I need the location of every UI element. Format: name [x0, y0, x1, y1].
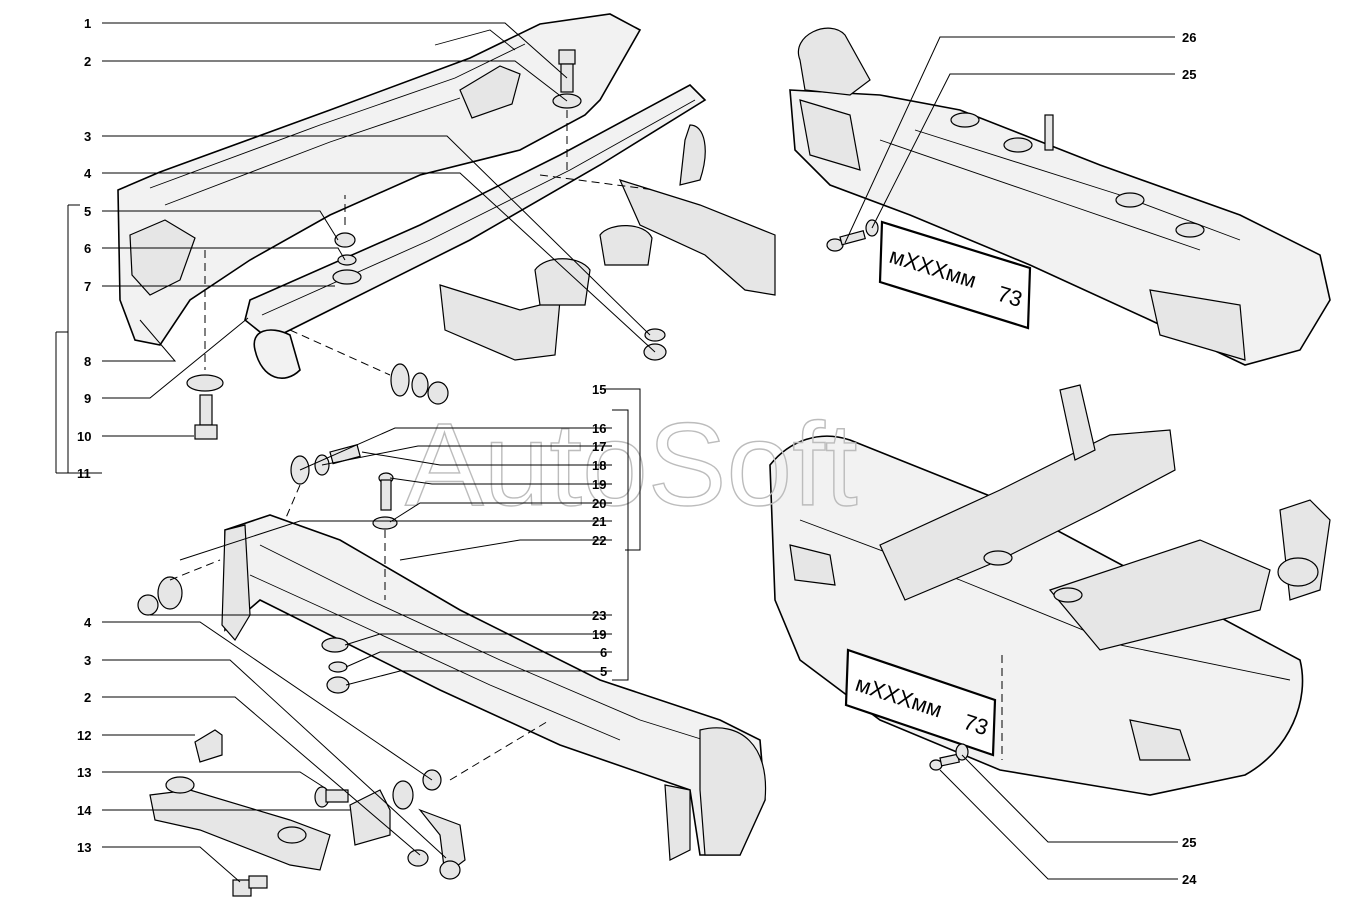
washer-lower-b	[407, 849, 429, 867]
bolt-13a	[314, 786, 349, 808]
frame-crossmember	[439, 284, 561, 361]
nut-lower-b	[439, 860, 461, 880]
washer-6	[337, 254, 357, 266]
rear-tow-post	[1044, 114, 1054, 151]
callout-20: 20	[592, 496, 606, 511]
bolt-10	[194, 394, 218, 440]
washer-6b	[328, 661, 348, 673]
license-plate-rear: мXXXмм 73	[878, 220, 1032, 330]
bracket-plate	[349, 789, 391, 846]
callout-15: 15	[592, 382, 606, 397]
nut-5b	[326, 676, 350, 694]
callout-14: 14	[77, 803, 92, 818]
callout-11: 11	[77, 466, 91, 481]
front-bumper-assembly-lower-right: мXXXмм 73	[769, 384, 1331, 796]
rear-spring-cup-3	[1115, 192, 1145, 208]
rear-bumper-assembly-upper-right: мXXXмм 73	[789, 27, 1331, 366]
callout-1: 1	[84, 16, 91, 31]
callout-2: 2	[84, 54, 91, 69]
callout-3: 3	[84, 129, 91, 144]
callout-18: 18	[592, 458, 606, 473]
bolt-13b	[232, 875, 268, 897]
callout-7: 7	[84, 279, 91, 294]
washer-7	[332, 269, 362, 285]
nut-23	[137, 594, 159, 616]
callout-4-bottom: 4	[84, 615, 92, 630]
bolt-24	[929, 743, 969, 771]
bumper-end-cap-left	[129, 219, 196, 296]
callout-5-bottom: 5	[600, 664, 607, 679]
tow-hook	[679, 124, 706, 186]
callout-17: 17	[592, 439, 606, 454]
bumper-grille-opening	[459, 65, 521, 119]
callout-6-bottom: 6	[600, 645, 607, 660]
callout-3-bottom: 3	[84, 653, 91, 668]
rear-spring-cup-1	[950, 112, 980, 128]
bracket-12	[194, 729, 223, 763]
callout-13-top: 13	[77, 765, 91, 780]
bolt-plate-rear	[826, 219, 879, 252]
callout-labels: 1 2 3 4 5 6 7 8 9 10 11 26 25 15 16 17 1…	[77, 16, 1197, 887]
callout-9: 9	[84, 391, 91, 406]
frame-rail	[618, 179, 776, 296]
callout-4: 4	[84, 166, 92, 181]
callout-26: 26	[1182, 30, 1196, 45]
callout-25-bottom: 25	[1182, 835, 1196, 850]
front-frame-crossmember	[1048, 539, 1271, 651]
spring-cup-left	[534, 258, 591, 306]
spring-cup-lower-a	[165, 776, 195, 794]
washer-lower-a	[392, 780, 414, 810]
nut-right	[427, 381, 449, 405]
bolt-1	[558, 49, 576, 93]
front-spring-cup-1	[983, 550, 1013, 566]
washer-19b	[321, 637, 349, 653]
washer-9	[186, 374, 224, 392]
bolt-19a	[378, 472, 394, 511]
washer-right-b	[411, 372, 429, 398]
callout-10: 10	[77, 429, 91, 444]
washer-right-a	[390, 363, 410, 397]
rear-bumper-beam	[789, 89, 1331, 366]
washer-3	[644, 328, 666, 342]
rear-bumper-end-cap-lower	[699, 727, 767, 856]
callout-24: 24	[1182, 872, 1197, 887]
callout-5: 5	[84, 204, 91, 219]
callout-6: 6	[84, 241, 91, 256]
callout-19-bottom: 19	[592, 627, 606, 642]
callout-12: 12	[77, 728, 91, 743]
spring-cup-right	[599, 225, 653, 266]
mount-bracket-left	[221, 524, 251, 642]
rear-bumper-opening-left	[799, 99, 861, 171]
callout-2-bottom: 2	[84, 690, 91, 705]
callout-22: 22	[592, 533, 606, 548]
callout-25-top: 25	[1182, 67, 1196, 82]
front-tow-bracket	[1059, 384, 1096, 461]
bumper-tube	[253, 329, 301, 379]
front-spring-cup-2	[1053, 587, 1083, 603]
rear-bumper-end-left	[797, 27, 871, 96]
callout-8: 8	[84, 354, 91, 369]
washer-20	[372, 516, 398, 530]
callout-13-bottom: 13	[77, 840, 91, 855]
front-frame	[879, 429, 1176, 601]
front-bumper-assembly-upper-left	[117, 13, 776, 440]
rear-spring-cup-4	[1175, 222, 1205, 238]
callout-16: 16	[592, 421, 606, 436]
rear-bumper-opening-right	[1149, 289, 1246, 361]
callout-23: 23	[592, 608, 606, 623]
nut-5	[334, 232, 356, 248]
callout-21: 21	[592, 514, 606, 529]
mount-bracket-lower	[664, 784, 691, 861]
spring-cup-lower-b	[277, 826, 307, 844]
license-plate-front: мXXXмм 73	[844, 648, 997, 757]
leader-lines	[55, 22, 1178, 883]
front-bumper-opening-left	[789, 544, 836, 586]
callout-19-top: 19	[592, 477, 606, 492]
front-bumper-opening-right	[1129, 719, 1191, 761]
front-spring-cup-3	[1277, 557, 1319, 587]
rear-spring-cup-2	[1003, 137, 1033, 153]
washer-23	[157, 576, 183, 610]
